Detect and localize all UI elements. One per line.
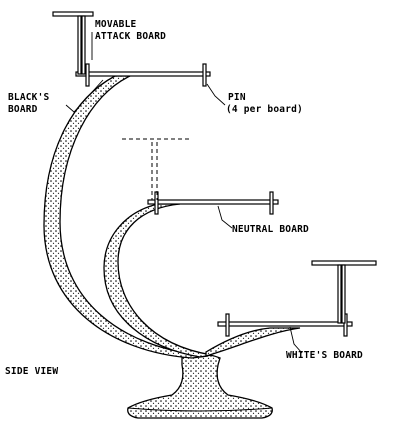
neutral-board-plate [147,199,279,205]
pin-icon [225,313,230,337]
attack-board-post [77,15,82,75]
label-pin: PIN [228,92,246,103]
pin-icon [85,63,90,87]
leader-blacks-board [65,79,104,113]
attack-board-post [341,264,346,324]
leader-whites-board [289,326,303,354]
label-blacks: BLACK'S [8,92,50,103]
whites-attack-board [311,260,377,324]
attack-board-plate [311,260,377,266]
label-movable: MOVABLE [95,19,137,30]
attack-board-post [81,15,86,75]
attack-board-plate [52,11,94,17]
label-whites-board: WHITE'S BOARD [286,350,363,361]
blacks-board [75,63,211,87]
pin-icon [202,63,207,87]
blacks-board-plate [75,71,211,77]
whites-board [217,313,353,337]
right-support-arm [205,327,301,357]
label-neutral-board: NEUTRAL BOARD [232,224,309,235]
label-blacks-board: BOARD [8,104,38,115]
whites-board-plate [217,321,353,327]
leader-lines [65,32,303,354]
labels: MOVABLE ATTACK BOARD BLACK'S BOARD PIN (… [5,19,363,377]
label-attack-board: ATTACK BOARD [95,31,166,42]
pin-icon [154,191,159,215]
stand-base [127,353,273,419]
pin-icon [269,191,274,215]
label-side-view: SIDE VIEW [5,366,58,377]
leader-pin [206,83,226,106]
neutral-board [147,191,279,215]
attack-board-post [337,264,342,324]
empty-attack-board-position [122,138,190,200]
movable-attack-board [52,11,94,75]
label-pin-count: (4 per board) [226,104,303,115]
leader-neutral-board [217,205,233,229]
